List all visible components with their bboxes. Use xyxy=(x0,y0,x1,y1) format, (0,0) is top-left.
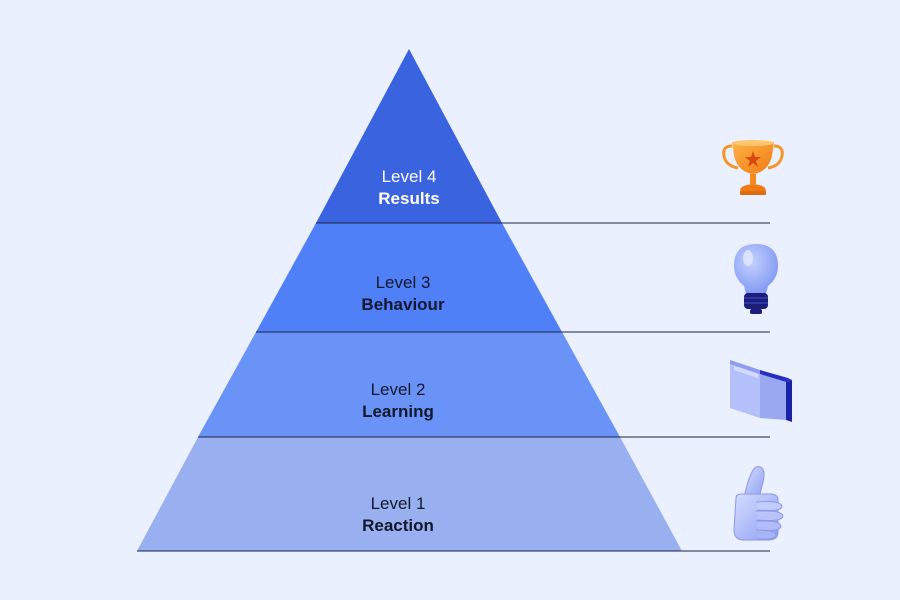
pyramid-tier-level-2 xyxy=(198,332,620,437)
lightbulb-icon xyxy=(728,240,784,323)
trophy-icon xyxy=(720,136,786,207)
level-4-number: Level 4 xyxy=(381,167,437,186)
level-2-label: Level 2 Learning xyxy=(298,379,498,423)
pyramid-tier-level-4 xyxy=(316,49,502,223)
book-icon xyxy=(724,354,796,429)
level-4-label: Level 4 Results xyxy=(309,166,509,210)
level-3-number: Level 3 xyxy=(375,273,431,292)
level-2-number: Level 2 xyxy=(370,380,426,399)
level-3-label: Level 3 Behaviour xyxy=(303,272,503,316)
level-3-name: Behaviour xyxy=(361,295,445,314)
level-1-label: Level 1 Reaction xyxy=(298,493,498,537)
thumbs-up-icon xyxy=(726,460,792,549)
level-4-name: Results xyxy=(378,189,440,208)
pyramid-tier-level-3 xyxy=(256,223,562,332)
level-1-name: Reaction xyxy=(362,516,434,535)
pyramid-tier-level-1 xyxy=(137,437,682,551)
level-1-number: Level 1 xyxy=(370,494,426,513)
level-2-name: Learning xyxy=(362,402,434,421)
